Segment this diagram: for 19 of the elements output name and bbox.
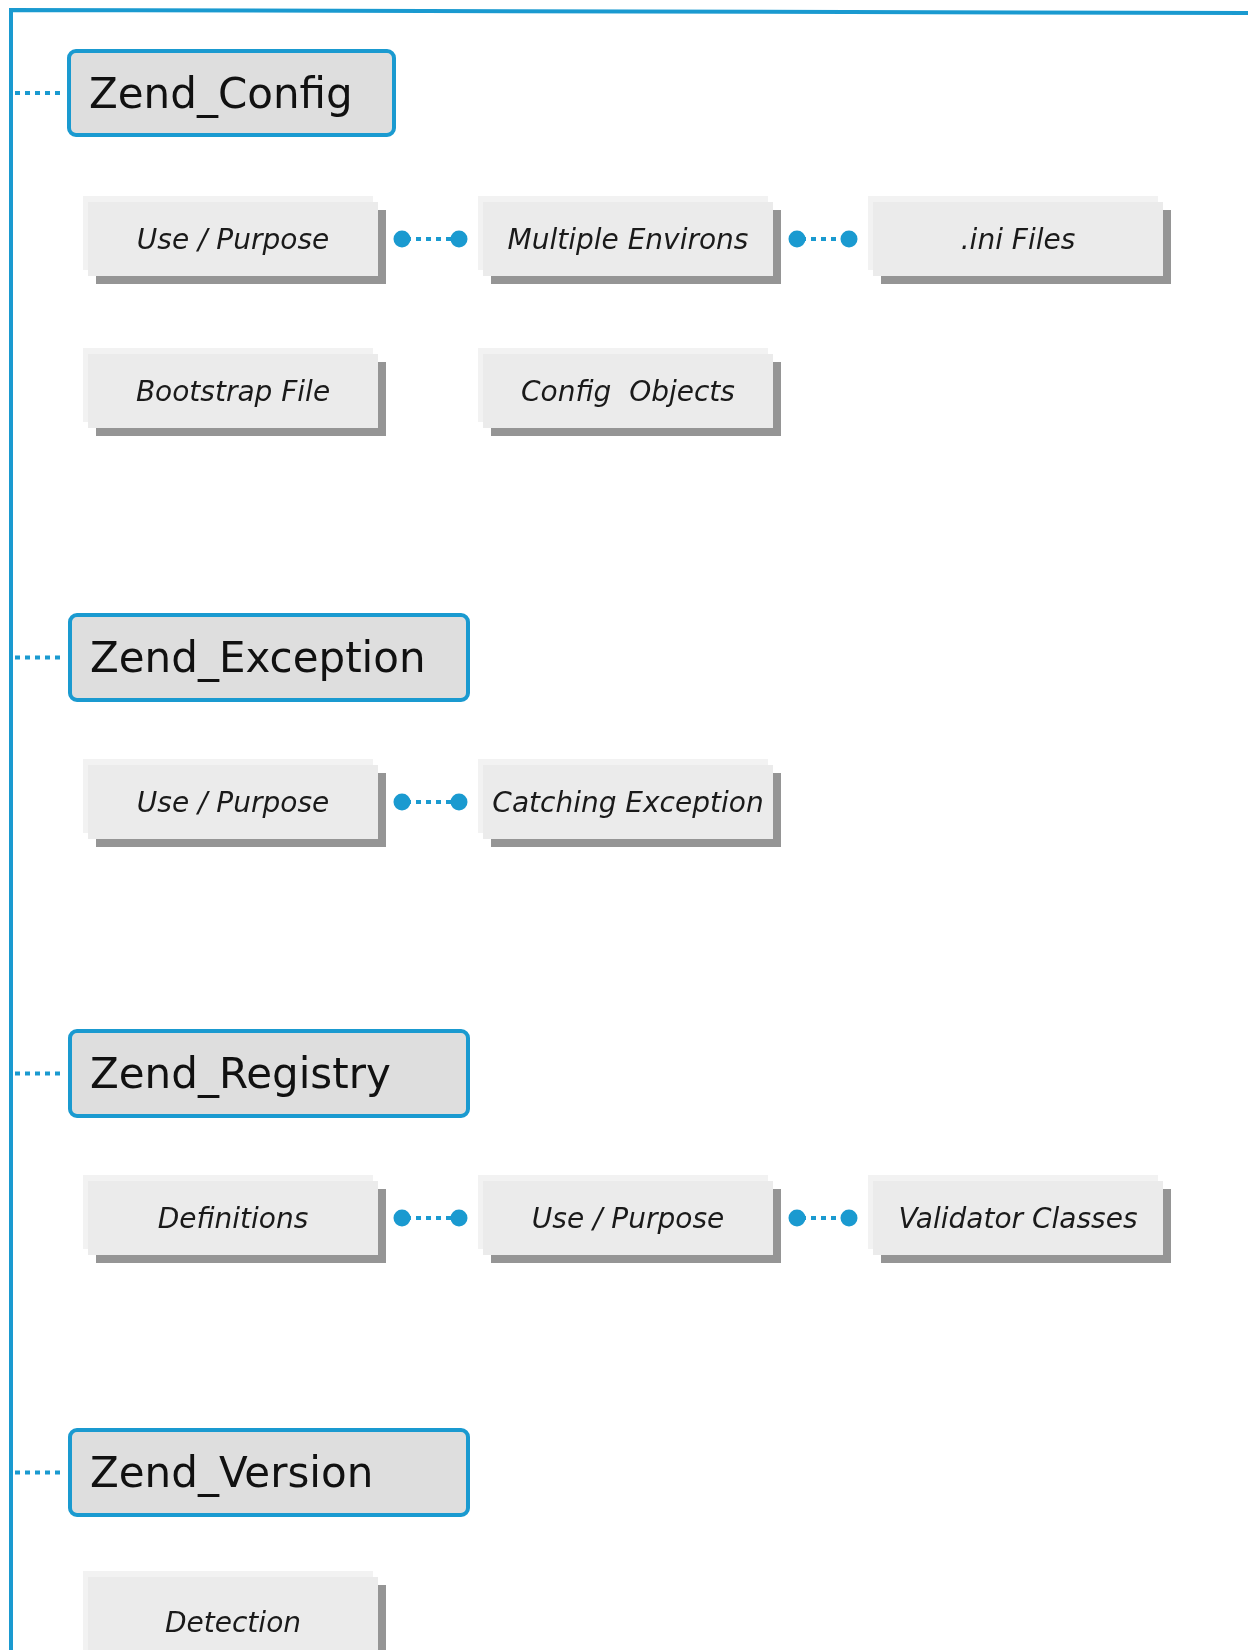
module-name: Zend_Registry — [90, 1049, 391, 1098]
topic-label: Detection — [165, 1605, 301, 1639]
module-box — [67, 49, 396, 137]
topic-label: Config Objects — [521, 374, 735, 408]
module-name: Zend_Exception — [90, 633, 426, 682]
module-name: Zend_Version — [90, 1448, 374, 1497]
module-name: Zend_Config — [89, 68, 353, 118]
topic-label: .ini Files — [960, 222, 1076, 256]
topic-label: Catching Exception — [492, 785, 764, 819]
topic-label: Validator Classes — [898, 1201, 1138, 1235]
topic-label: Multiple Environs — [507, 222, 749, 256]
topic-label: Use / Purpose — [531, 1201, 725, 1235]
module-box — [68, 613, 470, 702]
module-box — [68, 1428, 470, 1517]
topic-label: Definitions — [157, 1201, 309, 1235]
topic-label: Bootstrap File — [135, 374, 331, 408]
topic-label: Use / Purpose — [136, 785, 330, 819]
topic-label: Use / Purpose — [136, 222, 330, 256]
module-box — [68, 1029, 470, 1118]
